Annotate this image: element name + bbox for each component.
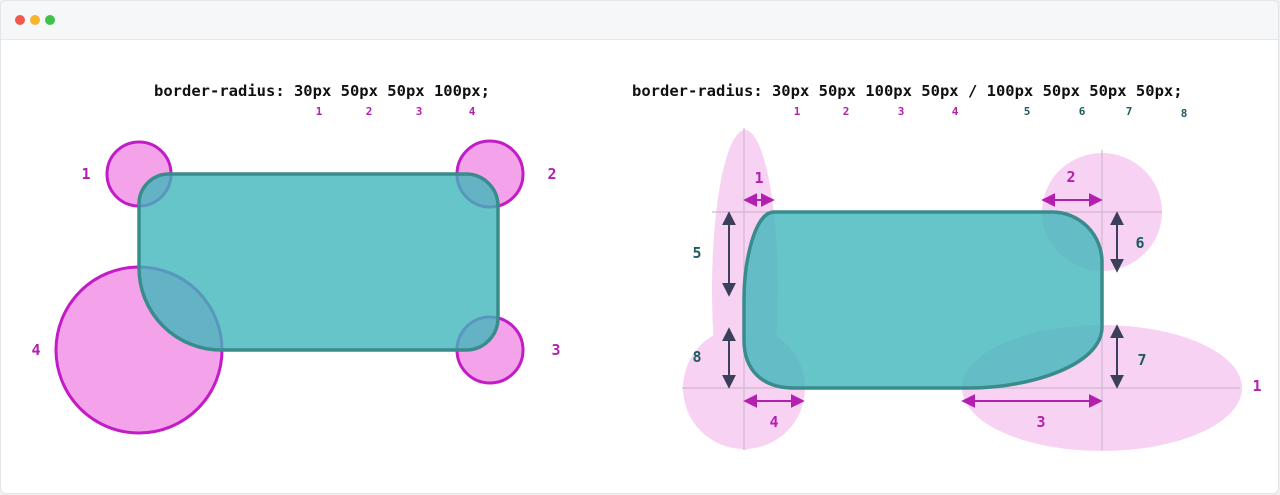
right-index-6: 6 bbox=[1079, 105, 1086, 118]
right-h-label-4: 4 bbox=[769, 413, 778, 431]
right-v-label-8: 8 bbox=[692, 348, 701, 366]
right-v-label-6: 6 bbox=[1135, 234, 1144, 252]
left-corner-label-2: 2 bbox=[547, 165, 556, 183]
right-h-label-2: 2 bbox=[1066, 168, 1075, 186]
right-index-2: 2 bbox=[843, 105, 850, 118]
right-index-1: 1 bbox=[794, 105, 801, 118]
right-index-8: 8 bbox=[1181, 107, 1188, 120]
minimize-window-button[interactable] bbox=[30, 15, 40, 25]
right-h-label-1: 1 bbox=[754, 169, 763, 187]
right-example: border-radius: 30px 50px 100px 50px / 10… bbox=[632, 82, 1262, 451]
left-index-1: 1 bbox=[316, 105, 323, 118]
left-code-line: border-radius: 30px 50px 50px 100px; bbox=[154, 82, 490, 100]
zoom-window-button[interactable] bbox=[45, 15, 55, 25]
right-elliptical-box bbox=[742, 210, 1104, 390]
close-window-button[interactable] bbox=[15, 15, 25, 25]
left-index-3: 3 bbox=[416, 105, 423, 118]
left-rounded-box bbox=[137, 172, 500, 352]
left-corner-label-3: 3 bbox=[551, 341, 560, 359]
right-v-label-5: 5 bbox=[692, 244, 701, 262]
right-index-5: 5 bbox=[1024, 105, 1031, 118]
right-h-label-3: 3 bbox=[1036, 413, 1045, 431]
left-corner-label-4: 4 bbox=[31, 341, 40, 359]
left-corner-label-1: 1 bbox=[81, 165, 90, 183]
right-code-line: border-radius: 30px 50px 100px 50px / 10… bbox=[632, 82, 1183, 100]
left-index-4: 4 bbox=[469, 105, 476, 118]
left-example: border-radius: 30px 50px 50px 100px; 1 2… bbox=[31, 82, 561, 435]
right-v-label-7: 7 bbox=[1137, 351, 1146, 369]
left-index-2: 2 bbox=[366, 105, 373, 118]
right-index-7: 7 bbox=[1126, 105, 1133, 118]
title-bar bbox=[1, 1, 1278, 40]
right-index-4: 4 bbox=[952, 105, 959, 118]
right-clipped-label: 1 bbox=[1252, 377, 1261, 395]
right-index-3: 3 bbox=[898, 105, 905, 118]
